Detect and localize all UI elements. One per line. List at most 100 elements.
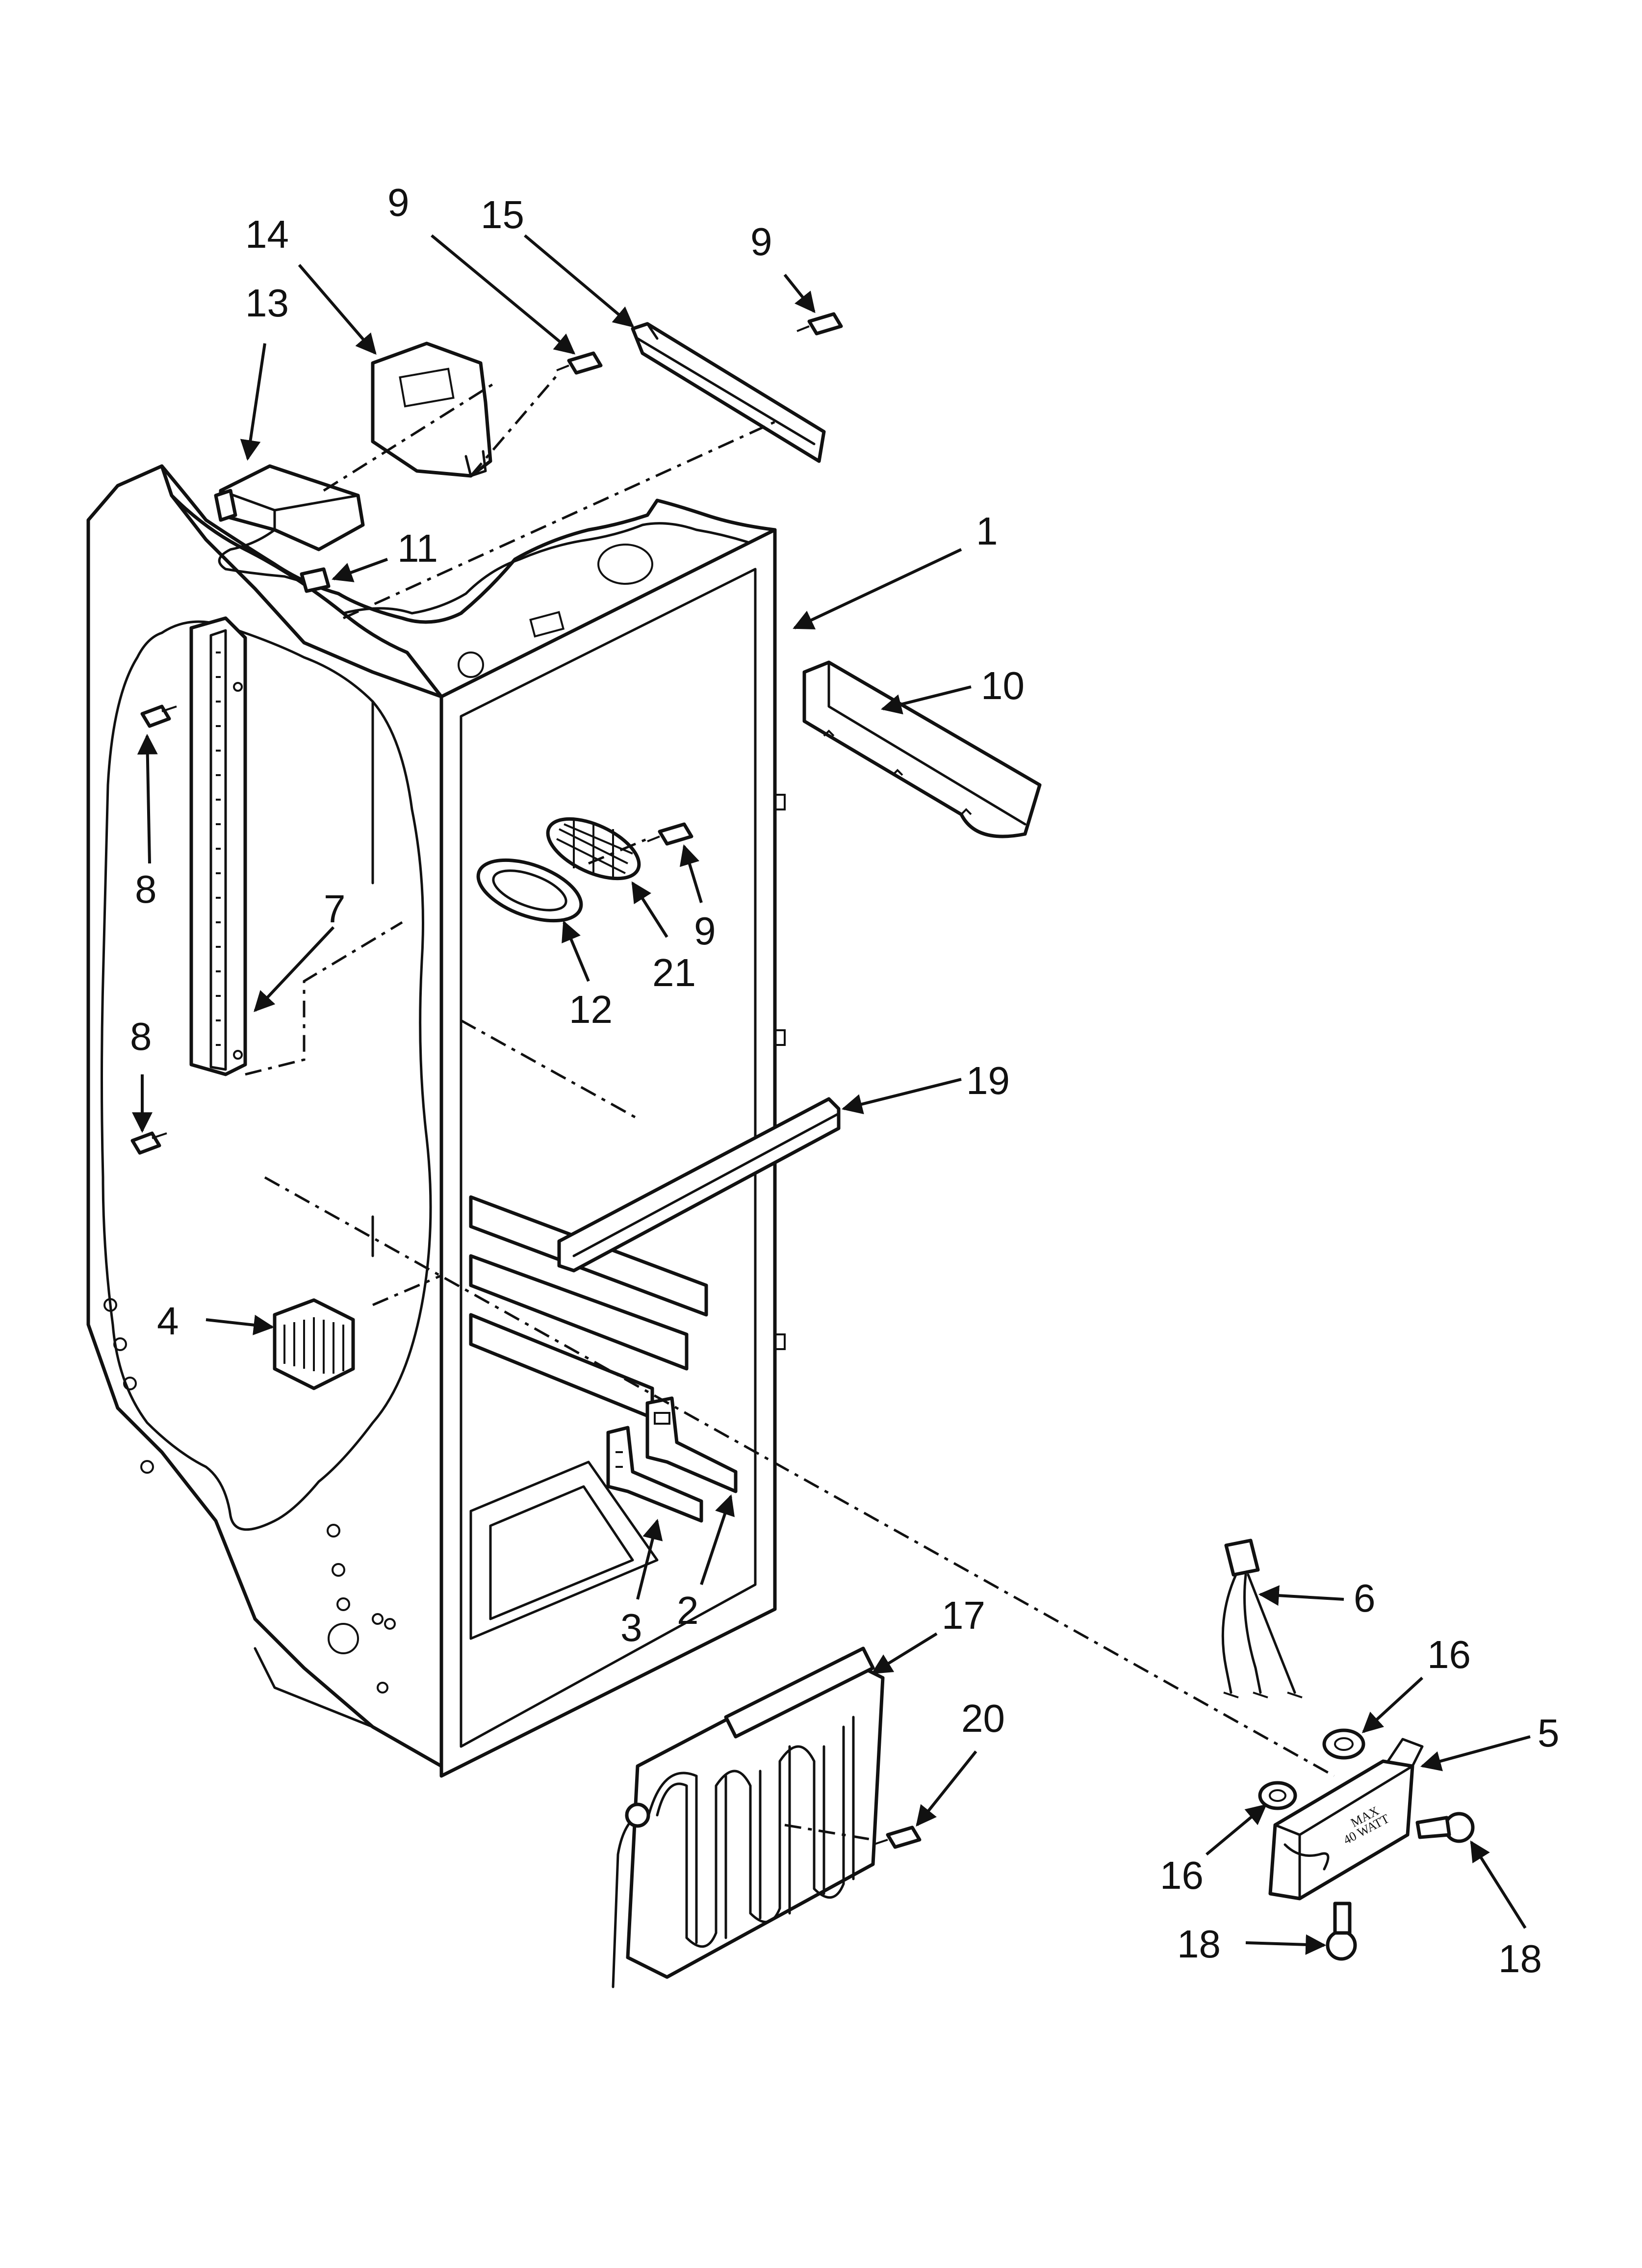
leader-21 — [631, 881, 668, 938]
top-rail-lip — [636, 322, 816, 445]
callout-4: 4 — [157, 1299, 179, 1343]
control-box-face — [219, 489, 359, 531]
part-12-grille-frame — [476, 858, 583, 923]
screw-9-tm-thread — [556, 365, 569, 371]
callout-7: 7 — [324, 887, 346, 931]
leader-20 — [916, 1750, 977, 1827]
screw-8-upper-thread — [161, 705, 177, 712]
assembly-line-evap — [784, 1824, 873, 1841]
connector-11-body — [300, 567, 331, 593]
leader-5 — [1420, 1735, 1531, 1772]
callout-8a: 8 — [135, 867, 157, 911]
leader-9a — [431, 234, 576, 355]
clip-16-upper-hole — [1334, 1737, 1354, 1751]
part-4-vent — [273, 1298, 355, 1390]
bottom-hole-4 — [328, 1623, 359, 1654]
part-9-screw-top-right — [796, 312, 843, 336]
leader-10 — [880, 685, 972, 715]
part-11-wire-connector — [283, 567, 331, 593]
part-21-grille-insert — [546, 817, 641, 881]
bottom-hole-7 — [377, 1682, 388, 1694]
harness-wires — [1221, 1573, 1296, 1694]
part-2-bracket — [645, 1396, 738, 1493]
evaporator-tube-end — [625, 1802, 650, 1828]
callout-6: 6 — [1354, 1576, 1376, 1620]
control-cover-window — [399, 367, 455, 408]
heater-block-knob — [1283, 1843, 1330, 1871]
grille-frame-outer — [476, 858, 583, 923]
top-opening-round — [458, 652, 484, 678]
leader-11 — [332, 558, 388, 582]
evaporator-serpentine — [656, 1725, 845, 1948]
leader-1 — [793, 548, 962, 629]
assembly-line-grille — [588, 837, 648, 865]
air-duct-top — [827, 661, 1026, 826]
ladder-rail-slots — [216, 652, 221, 1046]
callout-5: 5 — [1538, 1711, 1560, 1755]
grille-insert-louvers — [556, 819, 633, 878]
ladder-rail-body — [189, 616, 247, 1076]
assembly-line-ladder — [245, 921, 403, 1076]
pin-18-bottom-stem — [1333, 1902, 1352, 1935]
screw-9-tr-thread — [796, 325, 810, 332]
callout-10: 10 — [981, 664, 1025, 707]
pin-18-bottom-head — [1326, 1929, 1357, 1961]
part-16-clip-upper — [1322, 1728, 1365, 1760]
clip-16-upper-body — [1322, 1728, 1365, 1760]
cabinet-cutaway-edge — [101, 620, 432, 1531]
part-9-screw-cabinet — [647, 822, 693, 846]
leader-17 — [871, 1632, 938, 1674]
part-14-control-cover — [371, 341, 492, 478]
leader-18b — [1245, 1934, 1327, 1955]
callout-13: 13 — [245, 281, 289, 325]
part-8-screw-lower — [130, 1131, 167, 1155]
callout-16a: 16 — [1427, 1633, 1471, 1676]
part-13-control-box — [214, 464, 365, 578]
top-opening-square — [529, 611, 565, 638]
callout-18b: 18 — [1177, 1922, 1221, 1966]
leader-14 — [298, 264, 377, 355]
air-duct-tabs — [823, 730, 972, 815]
screw-8-lower-thread — [152, 1132, 167, 1139]
cabinet-top — [160, 464, 777, 699]
part-20-screw — [872, 1825, 922, 1849]
ladder-rail-hole-top — [233, 682, 243, 692]
top-opening-oval — [597, 544, 653, 585]
vent-slats — [283, 1317, 344, 1374]
callout-9a: 9 — [387, 181, 410, 224]
callout-9b: 9 — [750, 220, 772, 263]
leader-7 — [254, 926, 335, 1013]
heater-block-edge — [1274, 1765, 1414, 1900]
cabinet-base — [254, 1647, 443, 1768]
side-hole-4 — [140, 1460, 154, 1474]
bottom-hole-1 — [327, 1524, 340, 1538]
callout-labels: 1 2 3 4 5 6 7 8 8 9 9 9 10 11 12 13 14 1… — [130, 181, 1560, 1981]
leader-9b — [783, 274, 816, 313]
leader-16b — [1206, 1804, 1267, 1856]
heater-block-tab — [1386, 1738, 1424, 1768]
callout-14: 14 — [245, 212, 289, 256]
part-9-screw-top-middle — [556, 351, 603, 375]
bracket-3-slots — [616, 1451, 623, 1468]
callout-1: 1 — [976, 509, 998, 553]
assembly-lines — [245, 372, 1335, 1841]
assembly-line-top-rail — [342, 420, 776, 620]
leader-9c — [679, 844, 703, 903]
callout-20: 20 — [961, 1696, 1005, 1740]
part-3-bracket — [606, 1426, 703, 1523]
bottom-hole-2 — [332, 1563, 345, 1577]
control-box-connector — [214, 489, 237, 522]
control-cover-body — [371, 341, 492, 478]
callout-12: 12 — [569, 988, 613, 1031]
part-16-clip-lower — [1258, 1781, 1297, 1810]
leader-8a — [137, 733, 158, 864]
evaporator-serpentine-outer — [646, 1716, 855, 1944]
part-18-pin-right — [1415, 1812, 1475, 1843]
leader-4 — [205, 1314, 275, 1335]
callout-16b: 16 — [1160, 1853, 1204, 1897]
part-18-pin-bottom — [1326, 1902, 1357, 1961]
interior-rail-middle — [469, 1254, 689, 1371]
callout-21: 21 — [652, 951, 696, 994]
callout-15: 15 — [481, 193, 524, 236]
support-bar-edge — [572, 1112, 840, 1257]
